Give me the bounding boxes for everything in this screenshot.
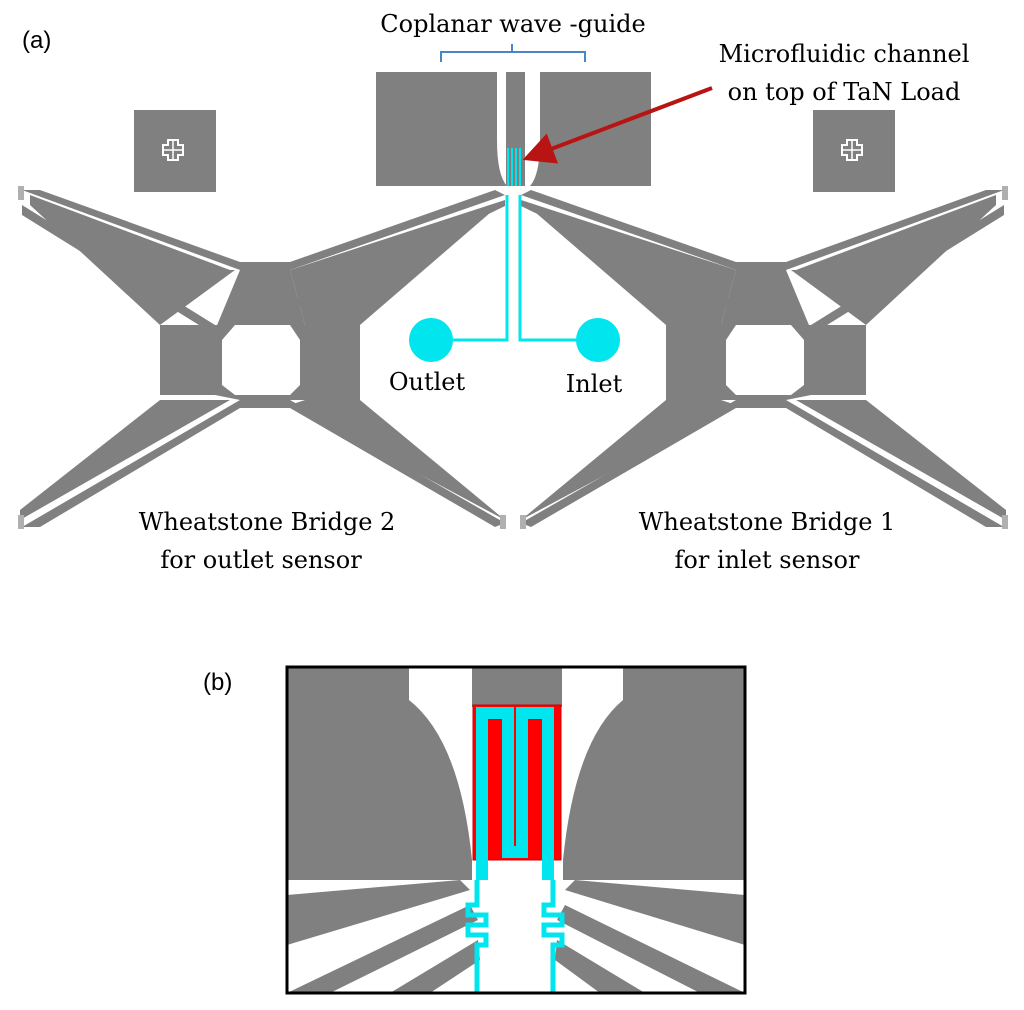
wheatstone-bridge-2 [18, 186, 506, 529]
outlet-port [409, 318, 453, 362]
zoom-ground-right [563, 667, 745, 880]
alignment-mark-right [813, 110, 895, 192]
bridge-1-label-line2: for inlet sensor [675, 546, 860, 574]
zoom-meander-channel [476, 707, 554, 880]
bridge-2-label-line1: Wheatstone Bridge 2 [139, 508, 396, 536]
cpw-brace [440, 44, 586, 62]
panel-a: (a) [18, 10, 1008, 574]
bridge-2-center-window [222, 325, 300, 395]
cpw-ground-right [530, 72, 651, 186]
panel-b-label: (b) [203, 669, 232, 696]
panel-b-frame [285, 665, 747, 995]
cpw-ground-left [376, 72, 507, 186]
bridge-2-label-line2: for outlet sensor [160, 546, 362, 574]
outlet-label: Outlet [389, 368, 466, 396]
wheatstone-bridge-1 [520, 186, 1008, 529]
zoom-signal-line [472, 667, 562, 707]
panel-b: (b) [203, 665, 747, 995]
bridge-1-label-line1: Wheatstone Bridge 1 [639, 508, 896, 536]
zoom-sensor-right [541, 880, 565, 993]
bridge-1-center-window [726, 325, 804, 395]
coplanar-waveguide [376, 72, 651, 186]
inlet-label: Inlet [566, 370, 623, 398]
zoom-sensor-left [465, 880, 489, 993]
channel-label-line2: on top of TaN Load [728, 78, 961, 106]
channel-pointer-arrow [522, 86, 713, 164]
zoom-ground-left [287, 667, 472, 880]
cpw-label: Coplanar wave -guide [380, 10, 645, 38]
microfluidic-channels [450, 148, 580, 342]
channel-label-line1: Microfluidic channel [719, 40, 970, 68]
zoom-bridge-traces [287, 880, 745, 993]
alignment-mark-left [134, 110, 216, 192]
inlet-port [576, 318, 620, 362]
panel-a-label: (a) [22, 27, 51, 54]
